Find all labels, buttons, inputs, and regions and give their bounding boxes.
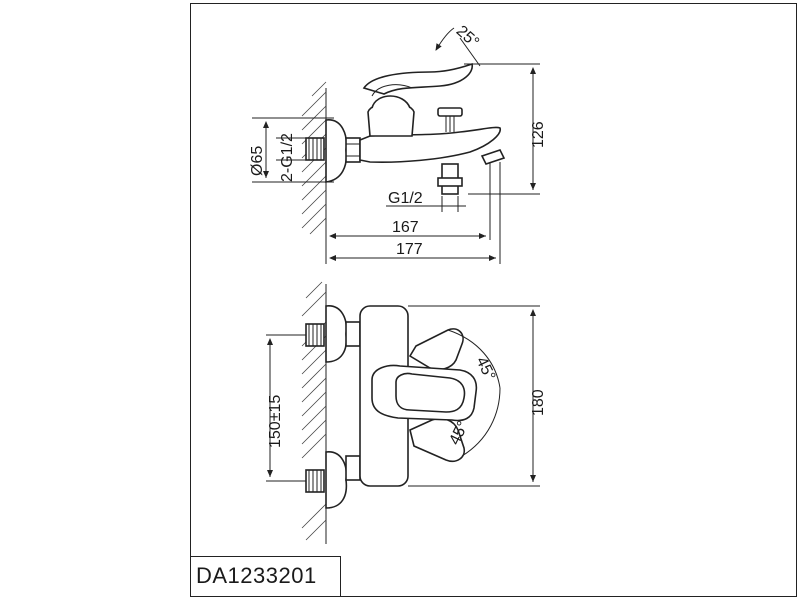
upper-escutcheon — [325, 305, 348, 363]
centers-label: 150±15 — [267, 395, 284, 448]
escutcheon — [325, 119, 348, 183]
front-view: 45° 45° 180 150±15 — [266, 281, 547, 544]
angle-up-label: 45° — [472, 354, 498, 383]
height-126-label: 126 — [530, 121, 547, 148]
diverter-knob — [437, 107, 463, 117]
wall-hatching-front — [301, 281, 327, 544]
lever-angle-label: 25° — [453, 23, 482, 52]
lever-handle — [362, 62, 473, 95]
connection-label: 2-G1/2 — [279, 133, 296, 182]
aerator — [480, 149, 506, 165]
side-view: 25° 126 Ø65 2-G1/2 G1/2 167 177 — [249, 23, 547, 264]
thread-connector — [305, 137, 325, 161]
width-177-label: 177 — [396, 241, 423, 258]
model-code: DA1233201 — [196, 563, 317, 588]
outlet-thread-label: G1/2 — [388, 190, 423, 207]
height-180-label: 180 — [530, 389, 547, 416]
nut — [345, 137, 361, 163]
diameter-label: Ø65 — [249, 146, 266, 176]
lever-upper-position — [408, 328, 464, 371]
drawing-frame — [190, 3, 797, 597]
lower-escutcheon — [325, 451, 348, 509]
width-167-label: 167 — [392, 219, 419, 236]
title-block — [190, 556, 341, 597]
